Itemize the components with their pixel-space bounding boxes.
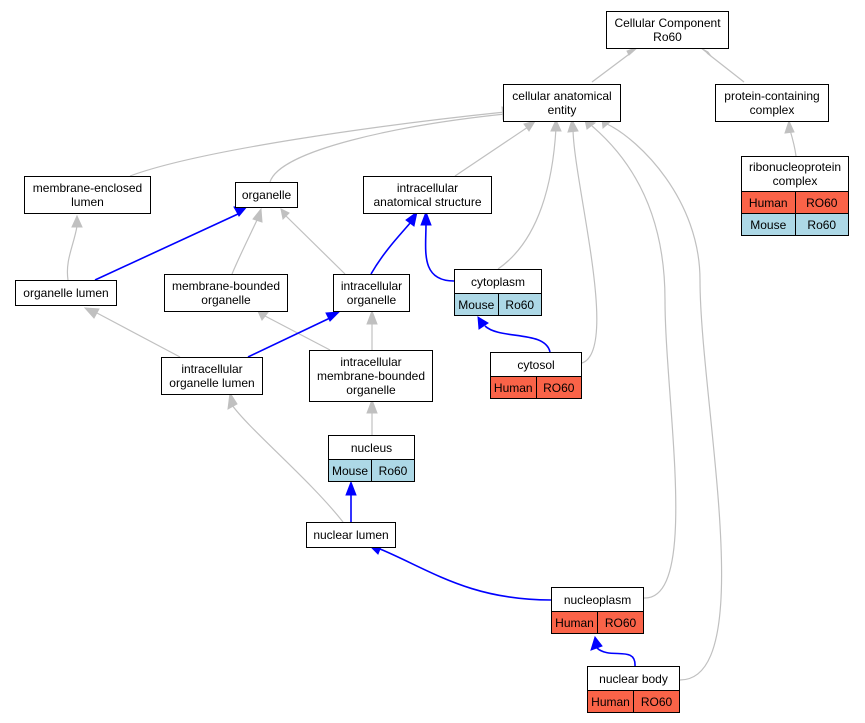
node-iol[interactable]: intracellular organelle lumen <box>161 357 263 395</box>
gene-symbol: RO60 <box>794 192 849 213</box>
edge-nb-to-np <box>596 647 636 667</box>
arrowhead-iol-to-ol <box>83 307 100 319</box>
edge-cae-to-cc <box>591 51 633 83</box>
edge-io-to-ias <box>370 221 412 275</box>
arrowhead-ias-to-cae <box>523 120 537 132</box>
edge-ol-to-mel <box>66 225 78 281</box>
gene-symbol: Ro60 <box>794 214 849 235</box>
node-title: cytosol <box>517 357 555 372</box>
edge-ol-to-org <box>94 213 239 281</box>
arrowhead-nl-to-iol <box>227 391 238 410</box>
node-title: organelle <box>241 188 292 202</box>
node-title: intracellular organelle lumen <box>169 362 255 390</box>
species-name: Human <box>555 615 594 630</box>
node-title: nucleoplasm <box>563 592 632 607</box>
arrowhead-mbo-to-org <box>252 207 263 223</box>
edge-io-to-org <box>285 215 346 275</box>
edge-cytosol-to-cae <box>572 127 598 364</box>
node-org[interactable]: organelle <box>235 182 298 208</box>
node-mbo[interactable]: membrane-bounded organelle <box>164 274 288 312</box>
arrowhead-pcc-to-cc <box>700 47 712 57</box>
species-row: Mouse Ro60 <box>742 213 848 235</box>
edge-org-to-cae <box>269 113 506 183</box>
node-title: nuclear lumen <box>313 528 389 542</box>
species-name: Human <box>493 380 533 395</box>
node-ol[interactable]: organelle lumen <box>15 280 117 306</box>
node-title: ribonucleoprotein complex <box>748 160 842 188</box>
gene-symbol: RO60 <box>633 691 679 712</box>
edge-nl-to-iol <box>231 404 344 523</box>
arrowhead-nucleus-to-imbo <box>366 398 378 414</box>
species-name: Mouse <box>331 463 369 478</box>
gene-symbol: RO60 <box>597 612 643 633</box>
node-title: organelle lumen <box>23 286 109 300</box>
arrowhead-cytosol-to-cyto <box>477 316 489 330</box>
arrowhead-cytosol-to-cae <box>567 118 579 133</box>
edge-cytosol-to-cyto <box>484 325 551 353</box>
edge-iol-to-ol <box>96 312 181 358</box>
edge-ias-to-cae <box>454 126 529 177</box>
node-imbo[interactable]: intracellular membrane-bounded organelle <box>309 350 433 402</box>
arrowhead-cae-to-cc <box>626 46 639 56</box>
node-mel[interactable]: membrane-enclosed lumen <box>24 176 151 214</box>
node-title: cellular anatomical entity <box>512 89 612 117</box>
edge-np-to-nl <box>379 548 552 601</box>
node-title: intracellular anatomical structure <box>373 181 482 209</box>
species-name: Mouse <box>458 297 495 312</box>
edge-mbo-to-org <box>231 217 259 275</box>
node-nl[interactable]: nuclear lumen <box>306 522 396 548</box>
node-title: Cellular Component Ro60 <box>614 16 721 44</box>
arrowhead-nb-to-np <box>590 635 603 651</box>
node-ias[interactable]: intracellular anatomical structure <box>363 176 492 214</box>
edge-iol-to-io <box>247 317 331 358</box>
node-title: cytoplasm <box>470 274 526 289</box>
arrowhead-cyto-to-ias <box>420 210 432 226</box>
node-title: intracellular membrane-bounded organelle <box>316 355 426 397</box>
edge-rnp-to-pcc <box>789 129 797 157</box>
node-title: nuclear body <box>599 671 668 686</box>
edge-nb-to-cae <box>606 123 723 681</box>
species-name: Human <box>591 694 630 709</box>
edge-cyto-to-ias <box>424 223 455 282</box>
arrowhead-cyto-to-cae <box>550 118 562 132</box>
node-pcc[interactable]: protein-containing complex <box>715 84 829 122</box>
edge-np-to-cae <box>591 125 677 599</box>
gene-symbol: Ro60 <box>371 460 414 481</box>
gene-symbol: Ro60 <box>497 294 542 315</box>
node-title: membrane-enclosed lumen <box>32 181 143 209</box>
edge-mel-to-cae <box>129 111 506 177</box>
arrowhead-io-to-ias <box>405 210 418 227</box>
node-title: nucleus <box>350 440 393 455</box>
node-title: membrane-bounded organelle <box>171 279 281 307</box>
edge-pcc-to-cc <box>706 52 745 83</box>
species-name: Human <box>748 195 788 210</box>
species-row: Human RO60 <box>742 191 848 213</box>
arrowhead-nl-to-nucleus <box>345 480 357 496</box>
node-title: protein-containing complex <box>724 89 820 117</box>
arrowhead-io-to-org <box>280 208 290 221</box>
arrowhead-imbo-to-io <box>366 309 378 325</box>
node-cc[interactable]: Cellular Component Ro60 <box>606 11 729 49</box>
edge-cyto-to-cae <box>497 127 557 270</box>
species-name: Mouse <box>750 217 787 232</box>
node-title: intracellular organelle <box>340 279 403 307</box>
gene-symbol: RO60 <box>535 377 582 398</box>
arrowhead-iol-to-io <box>325 311 341 322</box>
node-io[interactable]: intracellular organelle <box>333 274 410 312</box>
arrowhead-rnp-to-pcc <box>784 119 795 134</box>
arrowhead-ol-to-mel <box>71 214 83 228</box>
node-cae[interactable]: cellular anatomical entity <box>503 84 621 122</box>
